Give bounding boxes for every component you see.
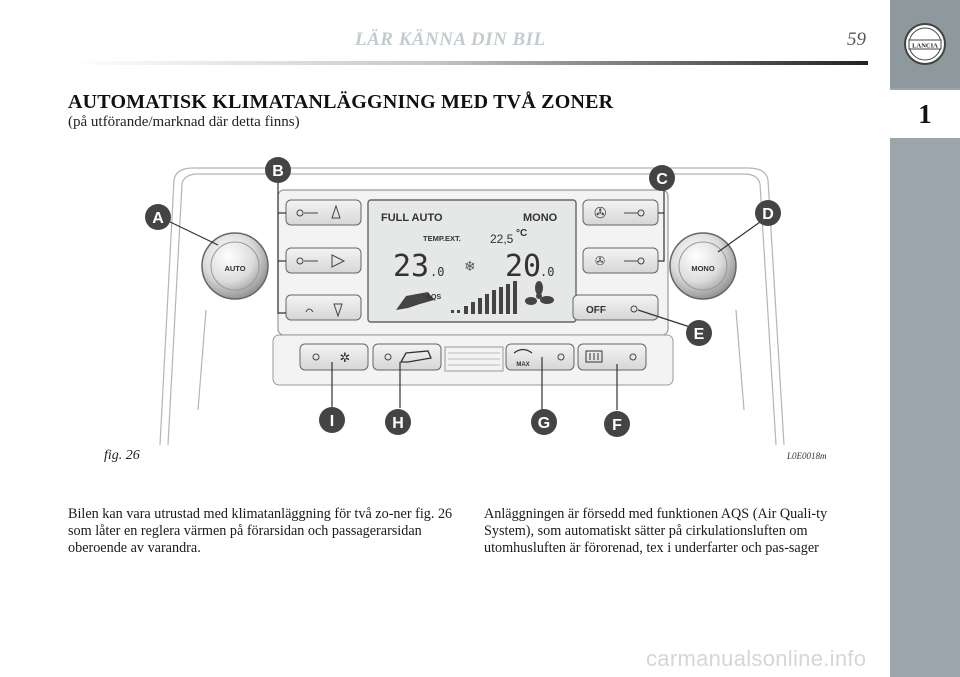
logo-text: LANCIA — [912, 43, 938, 50]
display-temp-left-decimal: .0 — [430, 265, 444, 279]
triangle-up-icon — [331, 204, 341, 219]
recirculation-icon — [399, 350, 432, 363]
display-temp-right: 20 — [505, 249, 541, 284]
fan-large-icon: ✇ — [594, 204, 607, 222]
svg-text:B: B — [272, 163, 284, 180]
fan-speed-bars — [451, 281, 517, 314]
svg-text:E: E — [694, 326, 705, 343]
callout-leader-lines — [165, 178, 761, 410]
max-label: MAX — [516, 362, 529, 368]
knob-mono-right[interactable]: MONO — [669, 232, 737, 300]
watermark-text: carmanualsonline.info — [646, 646, 867, 671]
compressor-snowflake-icon: ✲ — [340, 351, 351, 366]
section-subtitle: (på utförande/marknad där detta finns) — [68, 114, 300, 130]
callout-g: G — [531, 409, 557, 435]
svg-text:G: G — [538, 415, 550, 432]
display-temp-left: 23 — [393, 249, 429, 284]
section-title: AUTOMATISK KLIMATANLÄGGNING MED TVÅ ZONE… — [68, 91, 614, 113]
callout-a: A — [145, 204, 171, 230]
off-label: OFF — [586, 305, 606, 316]
page-number: 59 — [847, 29, 866, 50]
svg-text:H: H — [392, 415, 404, 432]
callout-i: I — [319, 407, 345, 433]
svg-text:I: I — [330, 413, 334, 430]
figure-climate-panel: FULL AUTO MONO TEMP.EXT. 22,5 °C 23 .0 ❄… — [68, 150, 878, 450]
button-rear-defrost[interactable] — [577, 343, 647, 371]
knob-auto-left[interactable]: AUTO — [201, 232, 269, 300]
hazard-slot — [444, 346, 504, 372]
header-rule — [68, 61, 868, 65]
button-max-defrost[interactable]: MAX — [505, 343, 575, 371]
button-fan-down[interactable]: ✇ — [582, 247, 659, 274]
figure-caption: fig. 26 — [104, 448, 140, 463]
display-temp-ext-value: 22,5 — [490, 232, 514, 246]
knob-mono-label: MONO — [691, 264, 714, 273]
svg-text:A: A — [152, 210, 164, 227]
callout-c: C — [649, 165, 675, 191]
svg-text:F: F — [612, 417, 622, 434]
windscreen-defrost-icon — [513, 348, 533, 354]
button-air-down[interactable] — [285, 294, 362, 321]
display-temp-ext-unit: °C — [516, 228, 527, 239]
button-recirculation[interactable] — [372, 343, 442, 371]
rear-window-defrost-icon — [585, 350, 603, 363]
display-temp-ext-label: TEMP.EXT. — [423, 234, 461, 243]
callout-h: H — [385, 409, 411, 435]
button-air-right[interactable] — [285, 247, 362, 274]
svg-text:C: C — [656, 171, 668, 188]
knob-auto-label: AUTO — [224, 264, 245, 273]
dashboard-outline — [159, 167, 785, 446]
body-paragraph-right: Anläggningen är försedd med funktionen A… — [484, 506, 828, 556]
running-header-title: LÄR KÄNNA DIN BIL — [355, 29, 546, 50]
body-paragraph-left: Bilen kan vara utrustad med klimatanlägg… — [68, 506, 453, 556]
display-mode-mono: MONO — [523, 212, 558, 224]
button-compressor[interactable]: ✲ — [299, 343, 369, 371]
display-aqs-label: AQS — [426, 294, 442, 301]
button-fan-up[interactable]: ✇ — [582, 199, 659, 226]
button-off[interactable]: OFF — [572, 294, 659, 321]
fan-small-icon: ✇ — [595, 254, 605, 268]
logo-area: LANCIA — [890, 0, 960, 88]
lancia-logo-icon: LANCIA — [904, 23, 946, 65]
figure-code: L0E0018m — [787, 451, 827, 461]
chapter-number: 1 — [890, 90, 960, 138]
lcd-display — [367, 199, 577, 323]
triangle-right-icon — [331, 254, 346, 268]
triangle-down-icon — [333, 303, 343, 318]
display-mode-full-auto: FULL AUTO — [381, 212, 443, 224]
fan-icon — [525, 281, 554, 305]
display-temp-right-decimal: .0 — [540, 265, 554, 279]
callout-d: D — [755, 200, 781, 226]
callout-b: B — [265, 157, 291, 183]
svg-text:D: D — [762, 206, 774, 223]
snowflake-icon: ❄ — [464, 259, 476, 275]
recirculation-car-icon — [396, 292, 434, 310]
button-air-up[interactable] — [285, 199, 362, 226]
callout-f: F — [604, 411, 630, 437]
chapter-sidebar: LANCIA 1 — [890, 0, 960, 677]
callout-e: E — [686, 320, 712, 346]
climate-panel-illustration: FULL AUTO MONO TEMP.EXT. 22,5 °C 23 .0 ❄… — [145, 157, 785, 446]
